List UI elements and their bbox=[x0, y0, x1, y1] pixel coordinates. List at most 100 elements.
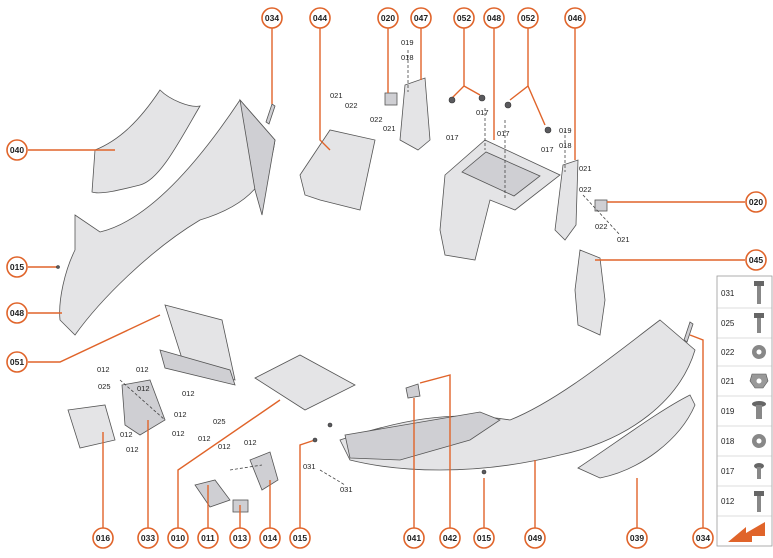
callout-039: 039 bbox=[626, 527, 648, 549]
svg-text:047: 047 bbox=[414, 13, 428, 23]
svg-text:052: 052 bbox=[521, 13, 535, 23]
svg-text:019: 019 bbox=[721, 407, 735, 416]
part-011-bracket bbox=[194, 479, 231, 508]
svg-text:015: 015 bbox=[10, 262, 24, 272]
legend-row-021: 021 bbox=[717, 373, 772, 397]
svg-text:016: 016 bbox=[96, 533, 110, 543]
part-044-bracket bbox=[299, 129, 376, 211]
part-034-strip-bottom bbox=[683, 321, 694, 343]
callout-013: 013 bbox=[229, 527, 251, 549]
callout-014: 014 bbox=[259, 527, 281, 549]
part-label: 025 bbox=[213, 417, 226, 426]
part-label: 017 bbox=[541, 145, 554, 154]
legend-row-017: 017 bbox=[717, 463, 772, 487]
callout-046: 046 bbox=[564, 7, 586, 29]
rivet-icon bbox=[754, 463, 764, 479]
legend-row-022: 022 bbox=[717, 345, 772, 367]
callout-051: 051 bbox=[6, 351, 28, 373]
callout-034-top: 034 bbox=[261, 7, 283, 29]
screw-icon bbox=[754, 491, 764, 512]
callout-048-left: 048 bbox=[6, 302, 28, 324]
callout-034-bottom: 034 bbox=[692, 527, 714, 549]
svg-text:015: 015 bbox=[477, 533, 491, 543]
svg-text:017: 017 bbox=[721, 467, 735, 476]
part-010-panel bbox=[254, 354, 356, 411]
part-label: 017 bbox=[476, 108, 489, 117]
part-048-side-panel bbox=[59, 99, 276, 336]
part-label: 031 bbox=[340, 485, 353, 494]
part-label: 022 bbox=[345, 101, 358, 110]
part-label: 018 bbox=[559, 141, 572, 150]
bolt-icon bbox=[754, 313, 764, 333]
flange-bolt-icon bbox=[752, 401, 766, 419]
part-048-edge bbox=[239, 98, 276, 216]
callout-045: 045 bbox=[745, 249, 767, 271]
part-020-clip-a bbox=[384, 92, 398, 106]
svg-text:025: 025 bbox=[721, 319, 735, 328]
svg-text:051: 051 bbox=[10, 357, 24, 367]
svg-text:012: 012 bbox=[721, 497, 735, 506]
part-047-clip bbox=[399, 77, 431, 151]
callout-052-a: 052 bbox=[453, 7, 475, 29]
part-label: 012 bbox=[198, 434, 211, 443]
svg-text:039: 039 bbox=[630, 533, 644, 543]
part-label: 012 bbox=[218, 442, 231, 451]
part-label: 012 bbox=[172, 429, 185, 438]
svg-text:034: 034 bbox=[265, 13, 279, 23]
legend-row-018: 018 bbox=[717, 434, 772, 457]
svg-text:041: 041 bbox=[407, 533, 421, 543]
part-label: 017 bbox=[497, 129, 510, 138]
part-label: 012 bbox=[97, 365, 110, 374]
part-label: 012 bbox=[120, 430, 133, 439]
part-label: 021 bbox=[383, 124, 396, 133]
svg-text:014: 014 bbox=[263, 533, 277, 543]
part-048-tray-inner bbox=[461, 151, 541, 197]
part-034-strip-top bbox=[265, 103, 276, 125]
svg-text:046: 046 bbox=[568, 13, 582, 23]
washer-icon bbox=[752, 434, 766, 448]
callout-020-top: 020 bbox=[377, 7, 399, 29]
svg-text:022: 022 bbox=[721, 348, 735, 357]
part-051-strip bbox=[159, 349, 236, 386]
part-041-clip bbox=[405, 383, 421, 399]
legend-row-025: 025 bbox=[717, 313, 772, 339]
callout-047: 047 bbox=[410, 7, 432, 29]
svg-text:034: 034 bbox=[696, 533, 710, 543]
nut-icon bbox=[749, 373, 769, 389]
part-label: 031 bbox=[303, 462, 316, 471]
callout-049: 049 bbox=[524, 527, 546, 549]
part-045-panel bbox=[574, 249, 606, 336]
callout-015-left: 015 bbox=[6, 256, 28, 278]
svg-text:033: 033 bbox=[141, 533, 155, 543]
part-020-clip-b bbox=[594, 199, 608, 212]
part-049-floor bbox=[344, 411, 501, 461]
callout-042: 042 bbox=[439, 527, 461, 549]
callout-048-top: 048 bbox=[483, 7, 505, 29]
legend-row-012: 012 bbox=[717, 491, 772, 517]
long-bolt-icon bbox=[754, 281, 764, 304]
part-label: 019 bbox=[401, 38, 414, 47]
svg-text:020: 020 bbox=[749, 197, 763, 207]
part-040-cover bbox=[91, 89, 201, 194]
svg-text:031: 031 bbox=[721, 289, 735, 298]
part-label: 018 bbox=[401, 53, 414, 62]
part-label: 021 bbox=[579, 164, 592, 173]
callout-016: 016 bbox=[92, 527, 114, 549]
callout-041: 041 bbox=[403, 527, 425, 549]
part-014-bracket bbox=[249, 451, 279, 491]
svg-text:044: 044 bbox=[313, 13, 327, 23]
callout-011: 011 bbox=[197, 527, 219, 549]
svg-text:040: 040 bbox=[10, 145, 24, 155]
svg-text:048: 048 bbox=[487, 13, 501, 23]
svg-text:052: 052 bbox=[457, 13, 471, 23]
svg-text:045: 045 bbox=[749, 255, 763, 265]
part-label: 012 bbox=[126, 445, 139, 454]
legend-row-019: 019 bbox=[717, 401, 772, 427]
svg-text:021: 021 bbox=[721, 377, 735, 386]
callout-015-bottom: 015 bbox=[473, 527, 495, 549]
svg-text:042: 042 bbox=[443, 533, 457, 543]
part-label: 022 bbox=[595, 222, 608, 231]
svg-text:010: 010 bbox=[171, 533, 185, 543]
part-label: 021 bbox=[617, 235, 630, 244]
callout-040: 040 bbox=[6, 139, 28, 161]
